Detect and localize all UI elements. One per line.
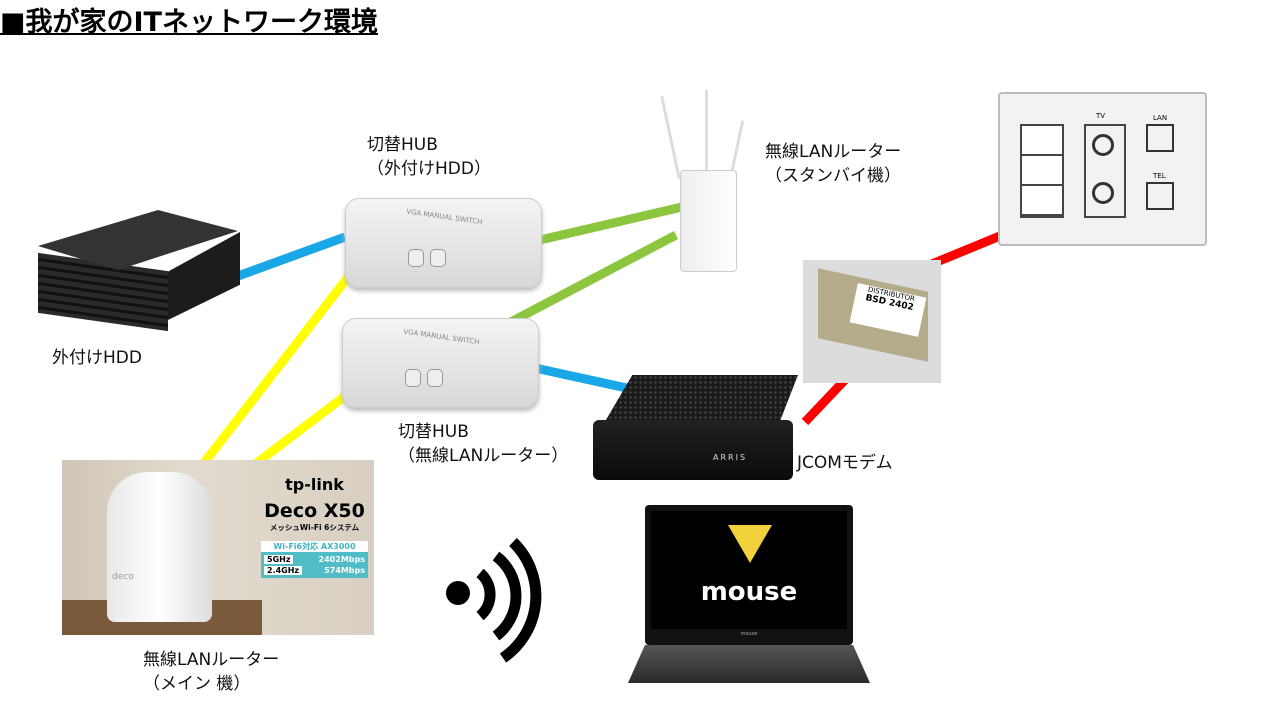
- cable-green-hub2: [487, 231, 679, 337]
- hub-text: VGA MANUAL SWITCH: [402, 327, 480, 347]
- band-24ghz: 2.4GHz: [264, 566, 303, 575]
- outlet-lan-label: LAN: [1153, 114, 1168, 122]
- band-5ghz: 5GHz: [264, 555, 294, 564]
- jcom-modem-image: ARRIS: [593, 375, 803, 485]
- deco-spec: Wi-Fi6対応 AX3000: [261, 541, 368, 552]
- speed-24ghz: 574Mbps: [324, 566, 365, 575]
- deco-device-text: deco: [112, 572, 134, 582]
- wall-outlet-image: TV LAN TEL: [998, 92, 1207, 246]
- bezel-logo: mouse: [740, 631, 758, 637]
- tv-port: [1092, 182, 1114, 204]
- deco-subtitle: メッシュWi-Fi 6システム: [269, 523, 360, 532]
- modem-brand: ARRIS: [713, 453, 748, 462]
- outlet-tel-label: TEL: [1153, 172, 1166, 180]
- hub1-label: 切替HUB （外付けHDD）: [367, 135, 491, 179]
- cable-green-hub1: [538, 202, 684, 245]
- page-title: ■我が家のITネットワーク環境: [0, 7, 378, 38]
- switch-hub-hdd-image: VGA MANUAL SWITCH: [345, 198, 542, 288]
- mouse-logo: mouse: [700, 577, 798, 607]
- tv-port: [1092, 134, 1114, 156]
- outlet-tv-label: TV: [1096, 112, 1106, 120]
- deco-device: deco: [107, 472, 212, 622]
- cable-yellow-hub1: [196, 265, 359, 471]
- hdd-label: 外付けHDD: [52, 348, 142, 368]
- mouse-laptop-image: mouse mouse: [628, 505, 870, 685]
- standby-router-image: [660, 90, 745, 280]
- hub-text: VGA MANUAL SWITCH: [405, 207, 483, 227]
- deco-x50-image: deco tp-link Deco X50 メッシュWi-Fi 6システム Wi…: [62, 460, 374, 635]
- hub2-label: 切替HUB （無線LANルーター）: [398, 422, 569, 466]
- main-router-label: 無線LANルーター （メイン 機）: [143, 650, 280, 694]
- deco-model: Deco X50: [264, 500, 365, 522]
- tplink-logo: tp-link: [285, 475, 344, 494]
- switch-hub-router-image: VGA MANUAL SWITCH: [342, 318, 539, 408]
- wifi-signal-icon: [446, 538, 542, 663]
- distributor-image: DISTRIBUTOR BSD 2402: [803, 260, 941, 383]
- external-hdd-image: [38, 210, 243, 332]
- speed-5ghz: 2402Mbps: [318, 555, 365, 564]
- standby-router-label: 無線LANルーター （スタンバイ機）: [765, 142, 902, 186]
- modem-label: JCOMモデム: [797, 453, 893, 473]
